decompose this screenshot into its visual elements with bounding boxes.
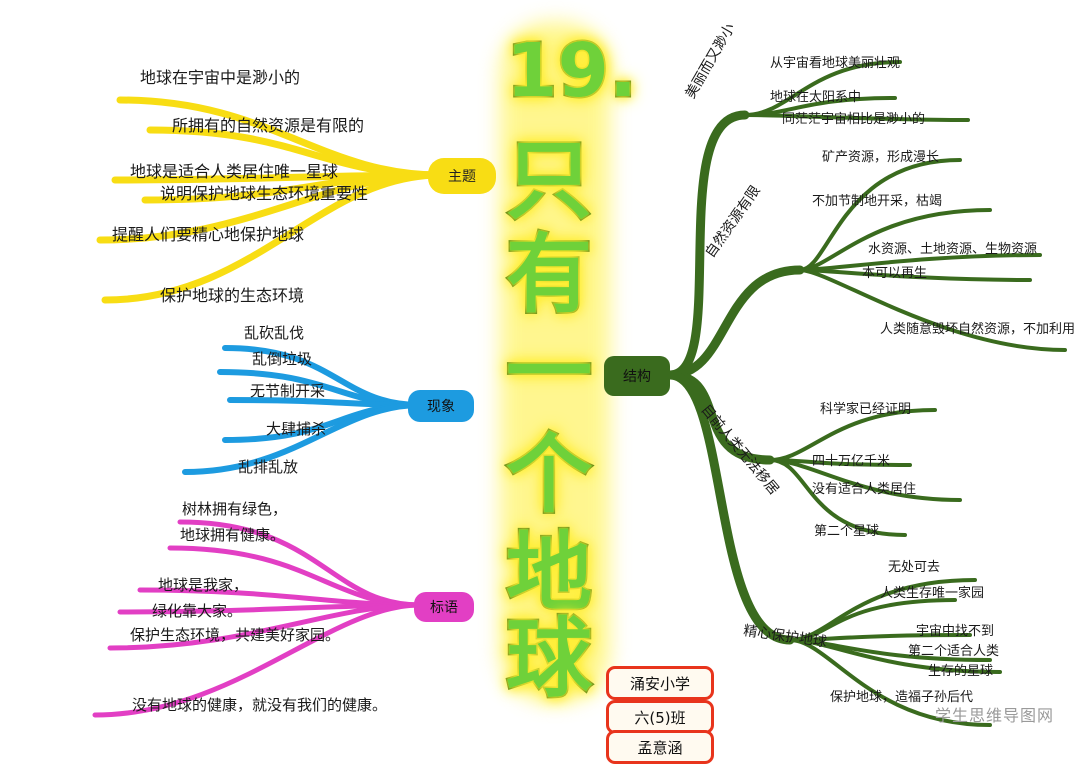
- theme-node: 主题: [428, 158, 496, 194]
- structure-sub-branch: [798, 208, 992, 272]
- structure-item: 矿产资源，形成漫长: [822, 150, 940, 165]
- structure-item: 无处可去: [888, 560, 941, 575]
- theme-branch: [101, 171, 444, 304]
- structure-item: 四十万亿千米: [812, 454, 891, 469]
- theme-item: 地球在宇宙中是渺小的: [140, 68, 301, 87]
- structure-item: 保护地球，造福子孙后代: [830, 690, 974, 705]
- slogan-item: 绿化靠大家。: [152, 602, 243, 620]
- structure-branch: [665, 110, 750, 380]
- slogan-branch: [92, 602, 423, 718]
- structure-sub-branch: [798, 268, 1032, 282]
- structure-item: 人类随意毁坏自然资源，不加利用: [880, 322, 1076, 337]
- structure-item: 从宇宙看地球美丽壮观: [770, 56, 901, 71]
- structure-branch: [665, 370, 775, 465]
- structure-sub-branch: [743, 113, 970, 122]
- title-number: 19.: [504, 27, 638, 116]
- slogan-item: 保护生态环境，共建美好家园。: [130, 626, 341, 644]
- theme-item: 提醒人们要精心地保护地球: [112, 225, 305, 244]
- theme-item: 说明保护地球生态环境重要性: [160, 184, 369, 203]
- structure-item: 不加节制地开采，枯竭: [812, 194, 943, 209]
- phenomenon-item: 乱砍乱伐: [244, 324, 305, 342]
- title-char: 个: [505, 425, 594, 525]
- structure-item: 生存的星球: [928, 664, 994, 679]
- structure-item: 同茫茫宇宙相比是渺小的: [782, 112, 926, 127]
- slogan-item: 地球是我家，: [158, 576, 249, 594]
- structure-branch: [665, 370, 795, 645]
- structure-sub-branch: [768, 458, 962, 502]
- structure-sub-branch: [788, 638, 992, 727]
- structure-sub-branch: [768, 408, 937, 462]
- structure-item: 没有适合人类居住: [812, 482, 917, 497]
- structure-item: 水资源、土地资源、生物资源: [868, 242, 1038, 257]
- phenomenon-branch: [182, 402, 423, 475]
- structure-item: 第二个适合人类: [908, 644, 1000, 659]
- structure-item: 地球在太阳系中: [770, 90, 862, 105]
- slogan-item: 树林拥有绿色，: [182, 500, 288, 518]
- signature-line: 涌安小学: [606, 666, 714, 700]
- signature-line: 六(5)班: [606, 700, 714, 734]
- phenomenon-item: 无节制开采: [250, 382, 326, 400]
- phenomenon-item: 乱排乱放: [238, 458, 299, 476]
- theme-item: 所拥有的自然资源是有限的: [172, 116, 365, 135]
- title-char: 球: [505, 609, 594, 709]
- title-char: 只: [505, 131, 594, 231]
- signature-line: 孟意涵: [606, 730, 714, 764]
- structure-item: 第二个星球: [814, 524, 880, 539]
- structure-item: 本可以再生: [862, 266, 928, 281]
- structure-sub-branch: [798, 268, 1067, 352]
- structure-item: 科学家已经证明: [820, 402, 912, 417]
- structure-sub-branch: [788, 638, 1002, 674]
- watermark: 学生思维导图网: [934, 706, 1054, 725]
- title-char: 地: [505, 523, 594, 623]
- phenomenon-item: 大肆捕杀: [266, 420, 327, 438]
- title-char: 一: [505, 323, 594, 423]
- structure-item: 人类生存唯一家园: [880, 586, 985, 601]
- title-char: 有: [505, 225, 594, 325]
- structure-sub-branch: [798, 158, 962, 272]
- title-halo: [500, 22, 610, 702]
- structure-item: 宇宙中找不到: [916, 624, 995, 639]
- slogan-branch: [107, 602, 423, 651]
- structure-node: 结构: [604, 356, 670, 396]
- phenomenon-item: 乱倒垃圾: [252, 350, 313, 368]
- theme-item: 保护地球的生态环境: [160, 286, 305, 305]
- slogan-item: 地球拥有健康。: [180, 526, 286, 544]
- structure-branch: [665, 265, 805, 380]
- theme-item: 地球是适合人类居住唯一星球: [130, 162, 339, 181]
- phenomenon-node: 现象: [408, 390, 474, 422]
- slogan-node: 标语: [414, 592, 474, 622]
- slogan-item: 没有地球的健康，就没有我们的健康。: [132, 696, 388, 714]
- structure-sub-branch: [768, 458, 907, 537]
